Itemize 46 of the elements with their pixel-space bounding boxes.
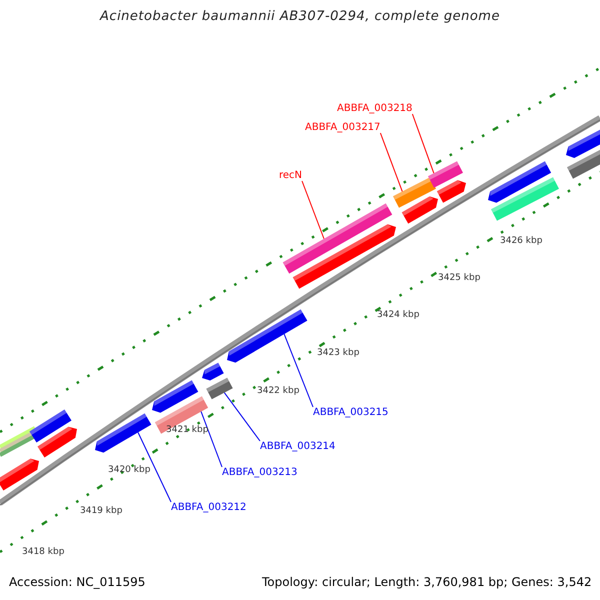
scale-label: 3423 kbp [317,349,360,359]
scale-label: 3424 kbp [377,311,420,321]
gene-label: ABBFA_003218 [337,103,412,114]
gene-bar [292,224,396,289]
gene-bar [95,413,152,453]
scale-label: 3422 kbp [257,387,300,397]
gene-label: ABBFA_003217 [305,122,380,133]
scale-label: 3421 kbp [166,426,208,436]
gene-label: ABBFA_003215 [313,407,388,418]
footer-note: Accession: NC_011595 [9,576,146,590]
gene-bar [567,148,600,179]
leader-line [224,392,260,442]
gene-label: ABBFA_003212 [171,502,246,513]
gene-label: recN [279,170,302,181]
gene-bar [436,180,466,203]
gene-bar [227,309,308,363]
gene-bar [0,434,36,457]
gene-bar [152,380,198,413]
gene-bar [402,196,438,224]
gene-bar [393,177,436,208]
gene-bar [491,177,559,221]
gene-label: ABBFA_003214 [260,441,336,452]
leader-line [412,114,434,174]
scale-label: 3426 kbp [500,237,542,247]
gene-bar [154,396,208,434]
leader-line [284,334,314,408]
gene-bar [0,458,39,490]
leader-line [200,411,222,468]
leader-line [380,132,403,192]
leader-line [138,432,172,502]
gene-bar [202,362,224,380]
gene-bar [206,378,233,400]
gene-bar [38,426,77,458]
gene-bar [30,410,72,442]
gene-label: ABBFA_003213 [222,467,298,478]
gene-bar [566,128,600,158]
scale-label: 3418 kbp [22,548,64,558]
footer-note: Topology: circular; Length: 3,760,981 bp; Genes: 3,542 [262,576,592,590]
gene-bar [282,203,392,274]
leader-line [302,180,324,240]
gene-bar [428,161,463,188]
gene-bar [488,161,552,203]
scale-label: 3419 kbp [80,507,122,517]
scale-label: 3425 kbp [438,274,480,284]
title: Acinetobacter baumannii AB307-0294, complete genome [98,10,501,24]
scale-label: 3420 kbp [108,466,150,476]
